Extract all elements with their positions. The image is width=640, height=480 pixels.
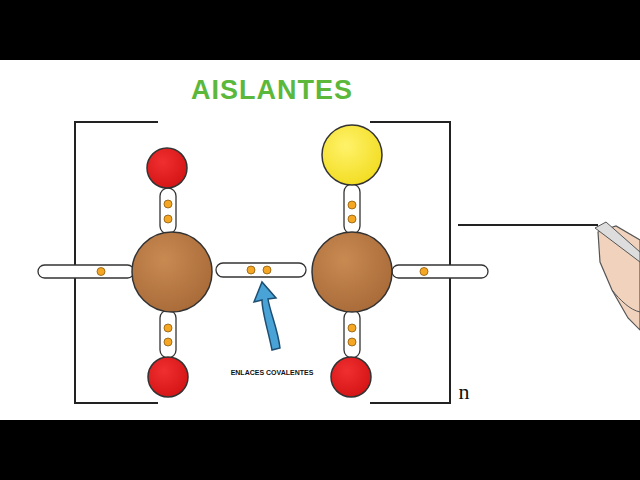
bond-caption: ENLACES COVALENTES [231,369,314,376]
top-band [0,0,640,60]
bond [38,184,488,358]
repeat-subscript: n [459,379,470,405]
electron [97,200,428,346]
bracket [75,122,598,403]
atom [132,125,392,397]
pointer-arrow [254,282,280,350]
title: AISLANTES [191,75,353,106]
bottom-band [0,420,640,480]
hand-with-marker [595,222,640,330]
